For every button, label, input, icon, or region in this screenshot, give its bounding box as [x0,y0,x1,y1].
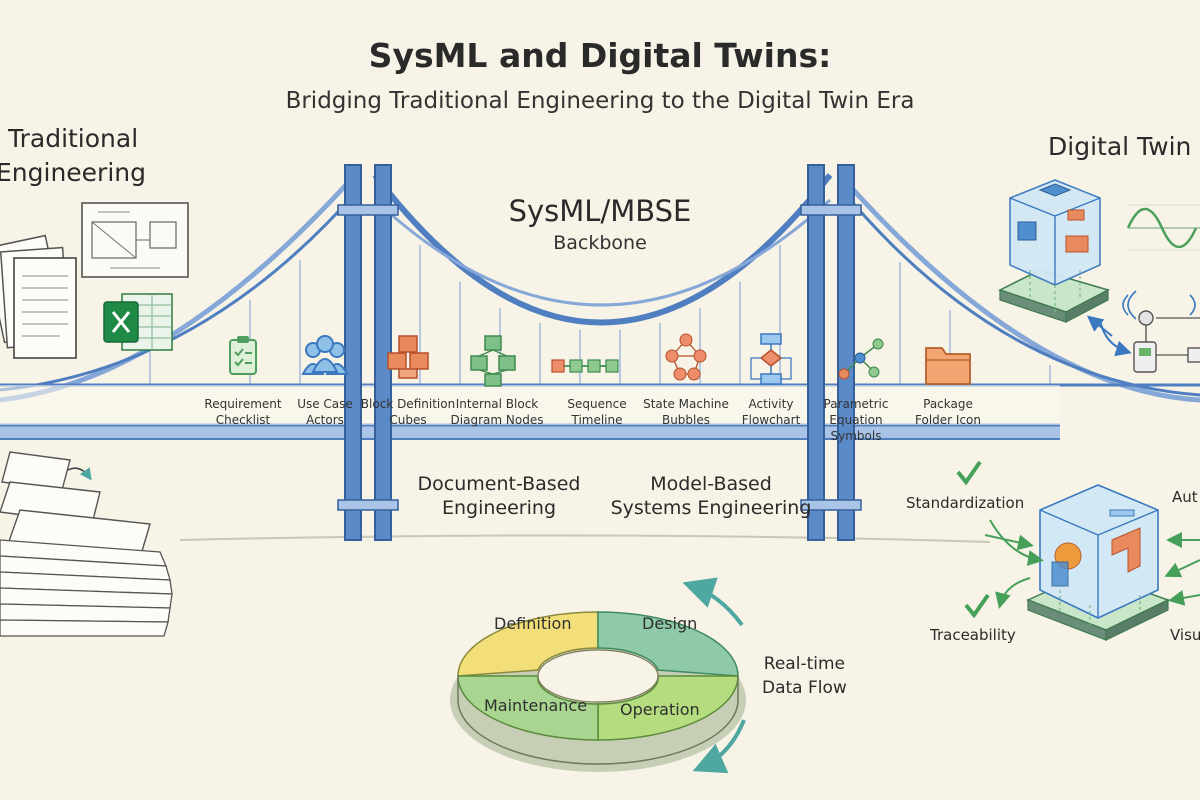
ground-line [179,534,991,543]
benefit-traceability: Traceability [930,626,1016,644]
data-flow-arrows [682,577,746,774]
ring-segment-maintenance [457,675,599,741]
connector-arrows [984,519,1200,609]
clipboard-checklist-icon [229,336,257,375]
paper-pile [0,451,173,637]
check-icon [956,460,982,486]
benefit-automation: Aut [1172,488,1198,506]
sequence-timeline-icon [551,359,619,373]
benefit-visualization: Visu [1170,626,1200,644]
model-based-label: Model-Based Systems Engineering [610,473,812,519]
ring-segment-design [597,611,739,677]
cubes-icon [387,335,429,379]
actors-icon [301,335,349,375]
flowchart-icon [750,333,792,385]
folder-icon [925,347,971,385]
suspension-bridge [0,164,1200,541]
parametric-icon [838,338,884,380]
page-subtitle: Bridging Traditional Engineering to the … [285,88,915,114]
page-title: SysML and Digital Twins: [368,36,832,75]
traditional-title-line2: Engineering [0,158,146,187]
real-time-data-flow-label: Real-time Data Flow [762,654,847,698]
traditional-engineering-title: Traditional Engineering [0,122,146,190]
benefit-standardization: Standardization [906,494,1025,512]
block-nodes-icon [470,335,516,387]
bridge-sublabel: Backbone [553,232,647,254]
check-icon [964,593,990,619]
iot-sensor-network [1086,290,1200,373]
lifecycle-ring [450,611,746,772]
digital-twin-title: Digital Twin [1048,132,1192,161]
document-based-label: Document-Based Engineering [417,473,581,519]
spreadsheet-icon [103,293,173,351]
bridge-label: SysML/MBSE [508,194,692,228]
stage-maintenance: Maintenance [484,696,588,715]
ring-segment-definition [457,611,599,677]
traditional-title-line1: Traditional [8,124,139,153]
stage-design: Design [642,614,698,633]
blueprint-drawing-icon [81,202,189,278]
digital-twin-cube-icon [998,179,1110,323]
stage-operation: Operation [620,700,700,719]
benefits-cube-icon [1026,484,1170,641]
document-stack-top [0,234,77,359]
ring-segment-operation [597,675,739,741]
sine-wave-chart [1126,204,1200,251]
state-machine-icon [665,333,707,381]
stage-definition: Definition [494,614,572,633]
